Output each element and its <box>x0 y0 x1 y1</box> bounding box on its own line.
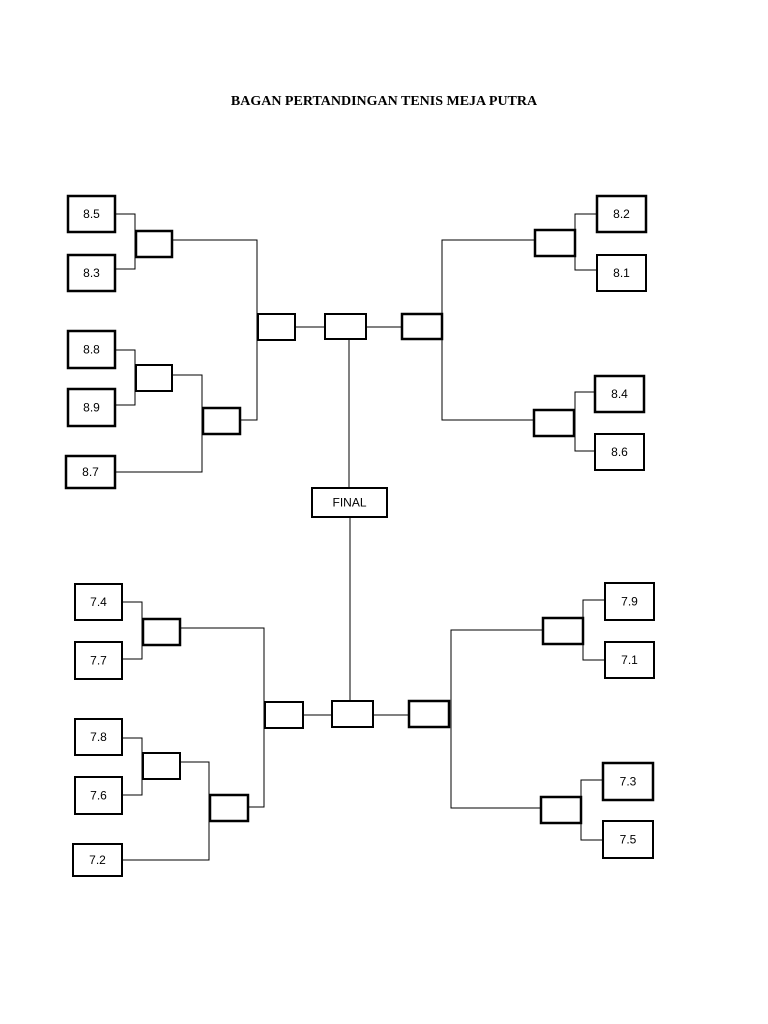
team-box-7-7-label: 7.7 <box>90 654 107 668</box>
team-box-8-1-label: 8.1 <box>613 266 630 280</box>
match-box-semifinal-bottom <box>331 700 374 728</box>
match-box <box>541 616 585 646</box>
final-box-label: FINAL <box>332 496 366 510</box>
match-box <box>407 699 451 729</box>
team-box-8-3-label: 8.3 <box>83 266 100 280</box>
team-box-7-2 <box>72 843 123 877</box>
team-box-8-1 <box>596 254 647 292</box>
match-box <box>135 364 173 392</box>
team-box-7-3 <box>601 761 655 802</box>
team-box-7-6-label: 7.6 <box>90 789 107 803</box>
team-box-7-9-label: 7.9 <box>621 595 638 609</box>
team-box-8-2 <box>595 194 648 234</box>
match-box <box>142 752 181 780</box>
team-box-8-6 <box>594 433 645 471</box>
match-box <box>533 228 577 258</box>
team-box-8-4-label: 8.4 <box>611 387 628 401</box>
team-box-8-6-label: 8.6 <box>611 445 628 459</box>
bracket-connector-line <box>574 391 595 452</box>
team-box-7-8-label: 7.8 <box>90 730 107 744</box>
team-box-8-7-label: 8.7 <box>82 465 99 479</box>
team-box-8-2-label: 8.2 <box>613 207 630 221</box>
match-box <box>257 313 296 341</box>
team-box-8-8 <box>66 329 117 370</box>
bracket-connector-line <box>582 599 605 661</box>
final-box <box>311 487 388 518</box>
match-box <box>539 795 583 825</box>
team-box-8-9 <box>66 387 117 428</box>
team-box-7-4 <box>74 583 123 621</box>
team-box-8-8-label: 8.8 <box>83 343 100 357</box>
bracket-connector-line <box>450 629 543 809</box>
team-box-7-8 <box>74 718 123 756</box>
team-box-7-9 <box>604 582 655 621</box>
team-box-7-5-label: 7.5 <box>620 833 637 847</box>
team-box-7-3-label: 7.3 <box>620 775 637 789</box>
match-box <box>400 312 444 341</box>
match-box <box>208 793 250 823</box>
team-box-8-9-label: 8.9 <box>83 401 100 415</box>
bracket-connector-line <box>580 779 603 841</box>
team-box-7-5 <box>602 820 654 859</box>
team-box-7-2-label: 7.2 <box>89 853 106 867</box>
bracket-connector-line <box>574 213 597 271</box>
bracket-connector-line <box>172 239 258 421</box>
page-title: BAGAN PERTANDINGAN TENIS MEJA PUTRA <box>230 94 538 109</box>
bracket-lines <box>115 213 605 861</box>
team-box-8-7 <box>64 454 117 490</box>
team-box-8-4 <box>593 374 646 414</box>
team-box-8-5 <box>66 194 117 234</box>
match-box <box>532 408 576 438</box>
bracket-connector-line <box>115 349 136 406</box>
bracket-connector-line <box>122 737 143 796</box>
team-box-7-4-label: 7.4 <box>90 595 107 609</box>
match-box <box>141 617 182 647</box>
team-box-8-3 <box>66 253 117 293</box>
match-box <box>134 229 174 259</box>
team-box-8-5-label: 8.5 <box>83 207 100 221</box>
match-box <box>201 406 242 436</box>
team-box-7-7 <box>74 641 123 680</box>
team-box-7-1 <box>604 641 655 679</box>
bracket-connector-line <box>441 239 535 421</box>
team-box-7-6 <box>74 776 123 815</box>
match-box <box>264 701 304 729</box>
match-box-semifinal-top <box>324 313 367 340</box>
bracket-connector-line <box>122 601 143 660</box>
bracket-connector-line <box>115 213 136 270</box>
bracket-connector-line <box>180 627 265 808</box>
team-box-7-1-label: 7.1 <box>621 653 638 667</box>
